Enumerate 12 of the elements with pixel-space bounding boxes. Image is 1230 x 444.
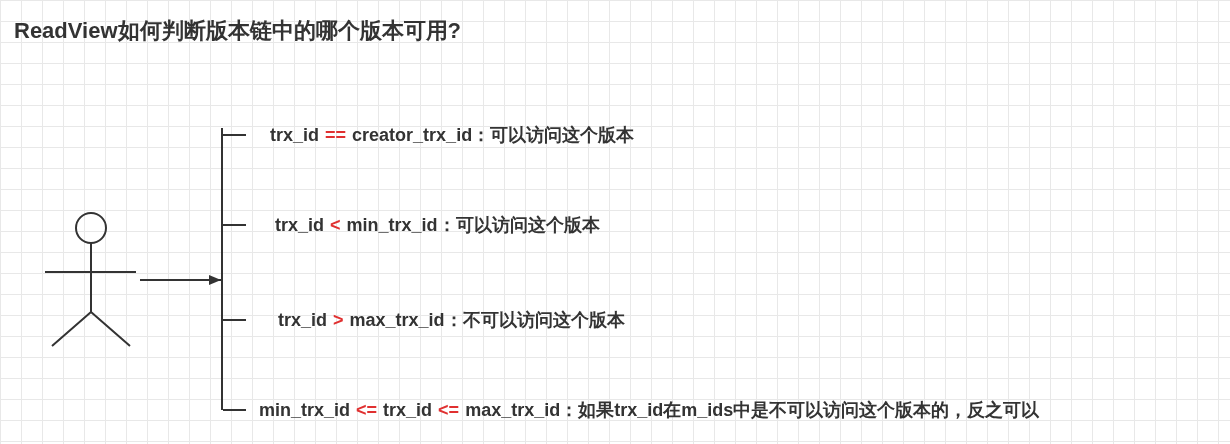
condition-text: trx_id == creator_trx_id：可以访问这个版本 xyxy=(246,121,635,149)
condition-text: trx_id < min_trx_id：可以访问这个版本 xyxy=(246,211,600,239)
connector-line xyxy=(222,134,247,136)
person-icon xyxy=(44,212,137,347)
arrow xyxy=(139,275,222,285)
title: ReadView如何判断版本链中的哪个版本可用? xyxy=(14,17,461,45)
connector-line xyxy=(222,409,247,411)
bracket-line xyxy=(221,127,223,411)
condition-text: min_trx_id <= trx_id <= max_trx_id：如果trx_id在m_ids中是不可以访问这个版本的，反之可以 xyxy=(246,396,1040,424)
connector-line xyxy=(222,319,247,321)
condition-text: trx_id > max_trx_id：不可以访问这个版本 xyxy=(246,306,625,334)
connector-line xyxy=(222,224,247,226)
